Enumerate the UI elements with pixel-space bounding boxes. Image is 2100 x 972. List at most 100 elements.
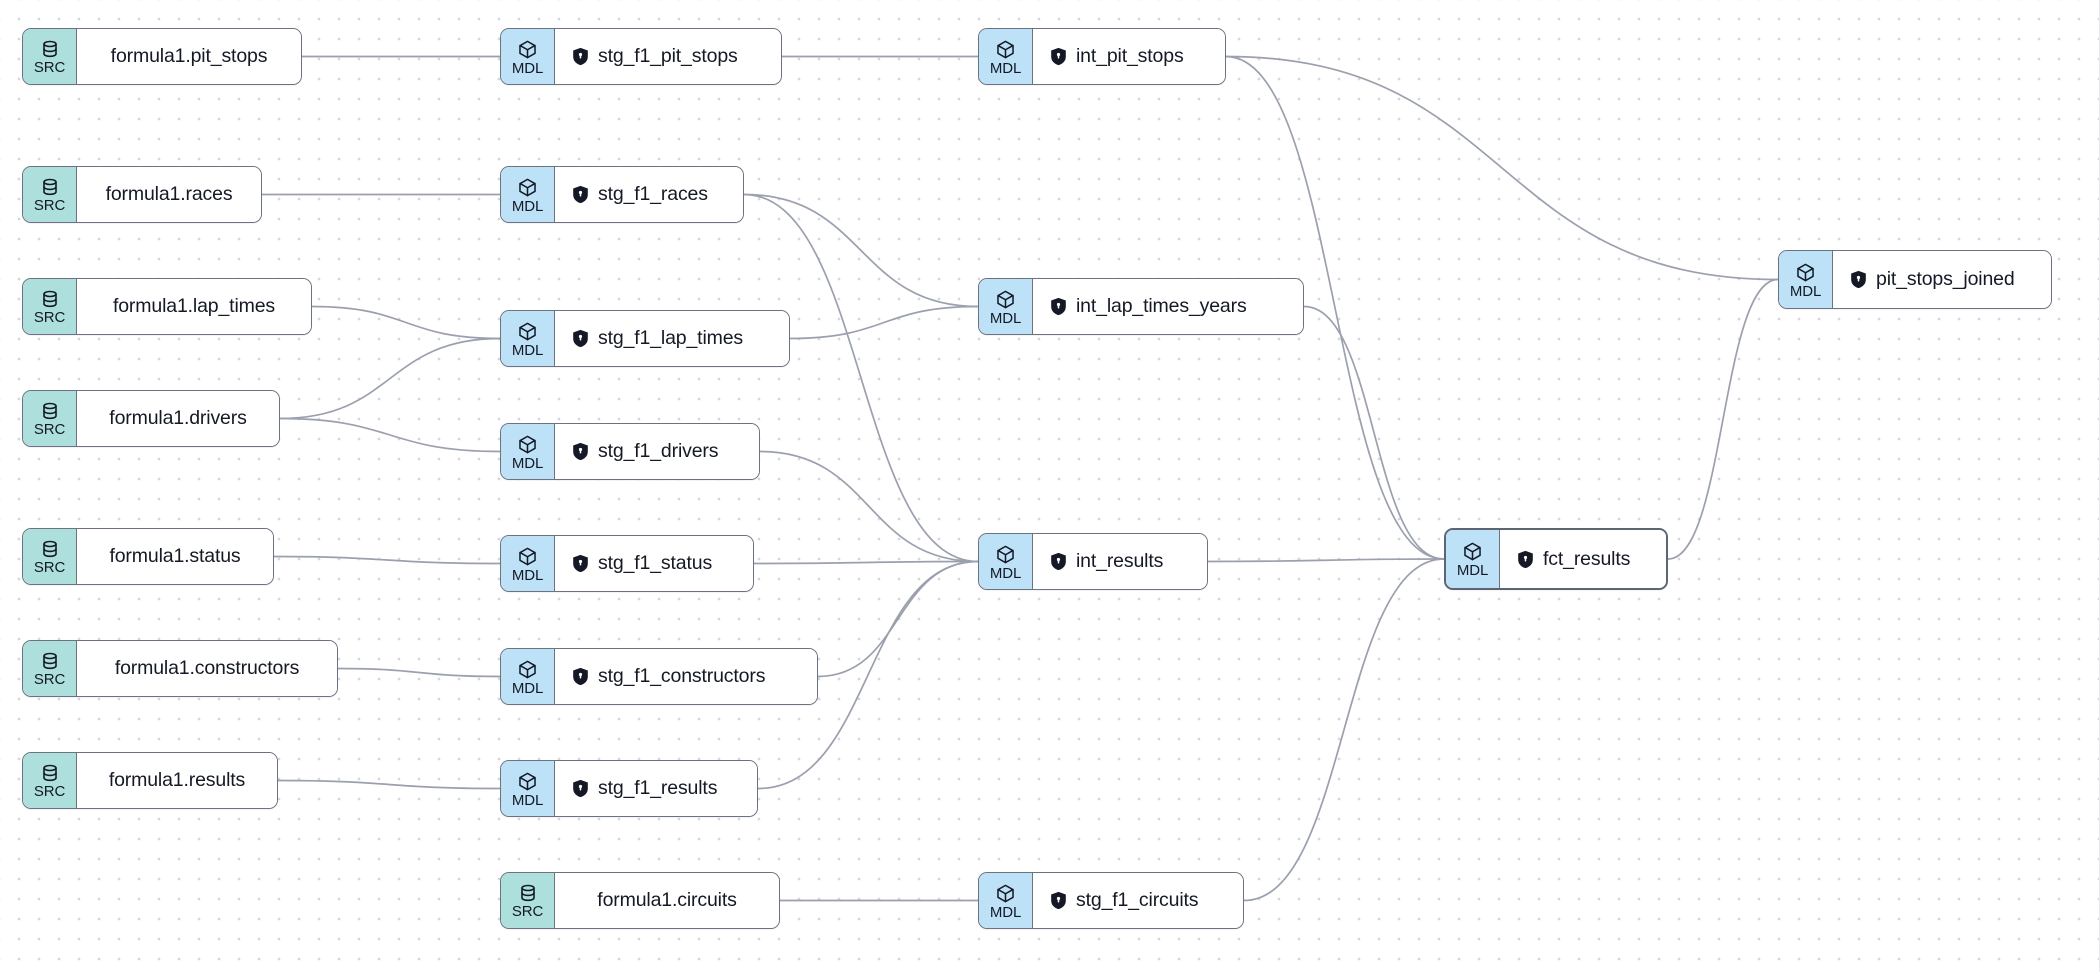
node-type-label: MDL [511,197,544,215]
node-label: int_results [1076,550,1164,572]
graph-node-stg_lap_times[interactable]: MDL stg_f1_lap_times [500,310,790,367]
node-label: int_lap_times_years [1076,295,1247,317]
node-body: formula1.results [77,753,277,808]
shield-lock-icon [572,185,589,204]
shield-lock-icon [572,667,589,686]
node-type-label: MDL [511,679,544,697]
node-type-label: MDL [989,309,1022,327]
node-label: stg_f1_constructors [598,665,766,687]
node-type-label: SRC [33,671,66,688]
node-body: formula1.status [77,529,273,584]
cube-icon [517,434,538,455]
graph-node-stg_constructors[interactable]: MDL stg_f1_constructors [500,648,818,705]
node-body: int_results [1033,534,1207,589]
edge-int_lap_times_years-to-fct_results [1303,305,1445,560]
edge-int_pit_stops-to-pit_stops_joined [1225,55,1779,281]
node-type-label: MDL [511,341,544,359]
edge-src_status-to-stg_status [273,555,501,565]
graph-node-src_drivers[interactable]: SRC formula1.drivers [22,390,280,447]
edge-src_drivers-to-stg_drivers [279,417,501,453]
node-type-label: SRC [33,421,66,438]
graph-node-stg_drivers[interactable]: MDL stg_f1_drivers [500,423,760,480]
node-type-label: MDL [511,566,544,584]
node-label: fct_results [1543,547,1631,570]
node-body: formula1.races [77,167,261,222]
node-type-badge-src: SRC [23,753,77,808]
edge-int_results-to-fct_results [1207,558,1445,563]
node-type-badge-src: SRC [23,641,77,696]
shield-lock-icon [1050,891,1067,910]
node-label: stg_f1_drivers [598,440,719,462]
shield-lock-icon [1050,552,1067,571]
cube-icon [1462,541,1483,562]
shield-lock-icon [572,47,589,66]
node-type-badge-mdl: MDL [501,649,555,704]
node-type-label: SRC [33,197,66,214]
node-label: formula1.drivers [109,407,247,429]
shield-lock-icon [572,554,589,573]
graph-node-stg_races[interactable]: MDL stg_f1_races [500,166,744,223]
node-type-label: MDL [1789,282,1822,300]
database-icon [518,883,538,903]
graph-node-stg_status[interactable]: MDL stg_f1_status [500,535,754,592]
node-body: stg_f1_circuits [1033,873,1243,928]
node-type-badge-mdl: MDL [501,761,555,816]
database-icon [40,401,60,421]
node-label: formula1.races [105,183,233,205]
graph-node-src_status[interactable]: SRC formula1.status [22,528,274,585]
node-label: int_pit_stops [1076,45,1184,67]
node-body: stg_f1_drivers [555,424,759,479]
node-body: formula1.lap_times [77,279,311,334]
cube-icon [517,546,538,567]
graph-node-src_constructors[interactable]: SRC formula1.constructors [22,640,338,697]
cube-icon [995,883,1016,904]
graph-node-src_races[interactable]: SRC formula1.races [22,166,262,223]
node-type-badge-src: SRC [23,167,77,222]
edge-src_lap_times-to-stg_lap_times [311,305,501,340]
node-type-badge-src: SRC [501,873,555,928]
node-type-badge-mdl: MDL [501,311,555,366]
graph-node-pit_stops_joined[interactable]: MDL pit_stops_joined [1778,250,2052,309]
edge-src_drivers-to-stg_lap_times [279,337,501,420]
graph-node-int_lap_times_years[interactable]: MDL int_lap_times_years [978,278,1304,335]
cube-icon [517,39,538,60]
node-label: stg_f1_lap_times [598,327,744,349]
database-icon [40,289,60,309]
edge-stg_status-to-int_results [753,560,979,565]
node-label: formula1.lap_times [112,295,276,317]
database-icon [40,39,60,59]
node-body: stg_f1_results [555,761,757,816]
database-icon [40,651,60,671]
graph-node-stg_pit_stops[interactable]: MDL stg_f1_pit_stops [500,28,782,85]
node-label: formula1.status [109,545,241,567]
node-label: stg_f1_circuits [1076,889,1199,911]
cube-icon [995,544,1016,565]
node-type-badge-mdl: MDL [979,279,1033,334]
shield-lock-icon [1517,550,1534,569]
node-type-label: MDL [989,59,1022,77]
node-body: stg_f1_pit_stops [555,29,781,84]
cube-icon [517,771,538,792]
node-label: pit_stops_joined [1876,268,2015,290]
node-type-badge-src: SRC [23,529,77,584]
node-type-badge-mdl: MDL [1779,251,1833,308]
node-body: stg_f1_races [555,167,743,222]
cube-icon [517,321,538,342]
graph-node-int_pit_stops[interactable]: MDL int_pit_stops [978,28,1226,85]
node-label: stg_f1_status [598,552,713,574]
node-type-label: MDL [511,59,544,77]
cube-icon [517,659,538,680]
node-label: formula1.constructors [114,657,300,679]
node-type-badge-src: SRC [23,391,77,446]
node-type-label: MDL [511,454,544,472]
edge-stg_circuits-to-fct_results [1243,558,1445,902]
